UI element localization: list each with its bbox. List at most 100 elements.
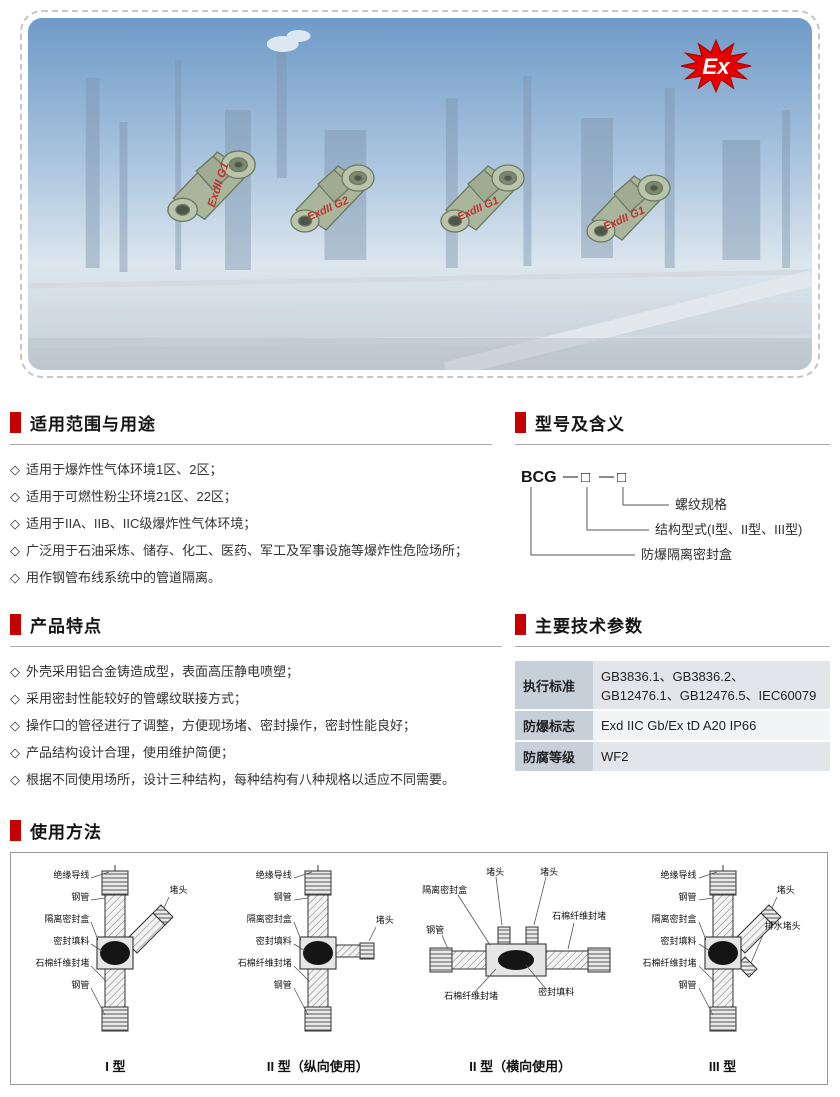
part-label: 石棉纤维封堵 [35, 958, 90, 968]
feature-item: ◇ 根据不同使用场所，设计三种结构，每种结构有八种规格以适应不同需要。 [10, 766, 502, 793]
connector-line [530, 487, 635, 556]
part-label: 隔离密封盒 [44, 914, 90, 924]
diagram-caption: III 型 [708, 1059, 737, 1074]
ex-certification-logo: Ex [680, 38, 752, 94]
feature-item: ◇ 产品结构设计合理，使用维护简便； [10, 739, 502, 766]
type1-drawing [91, 865, 175, 1032]
section-features: 产品特点 ◇外壳采用铝合金铸造成型，表面高压静电喷塑； ◇采用密封性能较好的管螺… [10, 612, 502, 793]
feature-item-text: 根据不同使用场所，设计三种结构，每种结构有八种规格以适应不同需要。 [26, 772, 456, 787]
scope-item: ◇ 适用于爆炸性气体环境1区、2区； [10, 456, 492, 483]
model-label-structure: 结构型式(I型、II型、III型) [655, 522, 802, 537]
product-image-4: ExdII G1 [586, 174, 671, 243]
feature-item: ◇采用密封性能较好的管螺纹联接方式； [10, 685, 502, 712]
tech-row: 执行标准 GB3836.1、GB3836.2、GB12476.1、GB12476… [515, 661, 830, 711]
part-label: 密封填料 [53, 936, 90, 946]
header-accent-block [10, 820, 21, 841]
dash-symbol: — [563, 468, 578, 485]
part-label: 石棉纤维封堵 [237, 958, 292, 968]
feature-item-text: 操作口的管径进行了调整，方便现场堵、密封操作，密封性能良好； [26, 718, 417, 733]
part-label: 钢管 [273, 980, 292, 990]
product-image-3: ExdII G1 [440, 164, 525, 233]
diamond-bullet: ◇ [10, 570, 20, 585]
dash-symbol: — [599, 468, 614, 485]
diamond-bullet: ◇ [10, 664, 20, 679]
feature-item: ◇ 操作口的管径进行了调整，方便现场堵、密封操作，密封性能良好； [10, 712, 502, 739]
part-label: 隔离密封盒 [246, 914, 292, 924]
diagram-caption: II 型（横向使用） [469, 1059, 572, 1074]
header-accent-block [515, 614, 526, 635]
model-title: 型号及含义 [535, 415, 625, 434]
scope-item-text: 广泛用于石油采炼、储存、化工、医药、军工及军事设施等爆炸性危险场所； [26, 543, 469, 558]
scope-item-text: 适用于爆炸性气体环境1区、2区； [26, 462, 223, 477]
hero-photo-frame: ExdII G1 ExdII G2 [20, 10, 820, 378]
part-label: 钢管 [426, 925, 445, 935]
product-image-2: ExdII G2 [290, 164, 375, 233]
part-label: 绝缘导线 [53, 870, 90, 880]
industrial-plant-background [28, 18, 812, 370]
diamond-bullet: ◇ [10, 772, 20, 787]
part-label: 隔离密封盒 [651, 914, 697, 924]
tech-row-value: WF2 [593, 741, 830, 773]
diamond-bullet: ◇ [10, 691, 20, 706]
diamond-bullet: ◇ [10, 462, 20, 477]
connector-line [586, 487, 649, 531]
type2v-drawing [293, 865, 377, 1032]
usage-diagram-type2-horizontal: 隔离密封盒 堵头 堵头 钢管 石棉纤维封堵 石棉纤维封堵 密封填料 II 型（横… [422, 863, 618, 1077]
scope-list: ◇适用于爆炸性气体环境1区、2区； ◇适用于可燃性粉尘环境21区、22区； ◇适… [10, 456, 492, 591]
model-label-thread: 螺纹规格 [675, 497, 727, 512]
tech-row: 防爆标志 Exd IIC Gb/Ex tD A20 IP66 [515, 710, 830, 742]
usage-title: 使用方法 [30, 823, 102, 842]
features-list: ◇外壳采用铝合金铸造成型，表面高压静电喷塑； ◇采用密封性能较好的管螺纹联接方式… [10, 658, 502, 793]
header-accent-block [10, 614, 21, 635]
type2h-drawing [429, 876, 611, 994]
part-label: 钢管 [273, 892, 292, 902]
part-label: 堵头 [375, 915, 394, 925]
star-shape [680, 38, 752, 94]
part-label: 隔离密封盒 [422, 885, 468, 895]
scope-title: 适用范围与用途 [30, 415, 156, 434]
part-label: 钢管 [678, 980, 697, 990]
tech-title: 主要技术参数 [535, 617, 643, 636]
scope-item-text: 用作钢管布线系统中的管道隔离。 [26, 570, 222, 585]
box-symbol: □ [581, 469, 590, 486]
diamond-bullet: ◇ [10, 516, 20, 531]
hero-photo: ExdII G1 ExdII G2 [28, 18, 812, 370]
diamond-bullet: ◇ [10, 543, 20, 558]
part-label: 堵头 [486, 867, 505, 877]
part-label: 绝缘导线 [660, 870, 697, 880]
header-accent-block [10, 412, 21, 433]
part-label: 绝缘导线 [255, 870, 292, 880]
scope-header: 适用范围与用途 [10, 410, 492, 445]
scope-item: ◇ 适用于IIA、IIB、IIC级爆炸性气体环境； [10, 510, 492, 537]
part-label: 钢管 [678, 892, 697, 902]
model-code: BCG [521, 469, 557, 486]
part-label: 石棉纤维封堵 [642, 958, 697, 968]
part-label: 堵头 [540, 867, 559, 877]
connector-line [622, 487, 669, 506]
diamond-bullet: ◇ [10, 718, 20, 733]
scope-item: ◇适用于可燃性粉尘环境21区、22区； [10, 483, 492, 510]
tech-row-label: 执行标准 [515, 661, 593, 711]
part-label: 钢管 [71, 892, 90, 902]
usage-diagram-type2-vertical: 绝缘导线 钢管 隔离密封盒 密封填料 石棉纤维封堵 钢管 堵头 II 型（纵向使… [220, 863, 416, 1077]
part-label: 排水堵头 [764, 921, 801, 931]
diagram-caption: II 型（纵向使用） [266, 1059, 369, 1074]
part-label: 钢管 [71, 980, 90, 990]
scope-item: ◇ 广泛用于石油采炼、储存、化工、医药、军工及军事设施等爆炸性危险场所； [10, 537, 492, 564]
feature-item-text: 产品结构设计合理，使用维护简便； [26, 745, 235, 760]
tech-header: 主要技术参数 [515, 612, 830, 647]
header-accent-block [515, 412, 526, 433]
diamond-bullet: ◇ [10, 745, 20, 760]
scope-item-text: 适用于IIA、IIB、IIC级爆炸性气体环境； [26, 516, 257, 531]
scope-item-text: 适用于可燃性粉尘环境21区、22区； [26, 489, 237, 504]
part-label: 密封填料 [538, 987, 575, 997]
part-label: 堵头 [776, 885, 795, 895]
diagram-caption: I 型 [105, 1059, 126, 1074]
model-label-product: 防爆隔离密封盒 [641, 547, 732, 562]
usage-diagrams-box: 绝缘导线 钢管 隔离密封盒 密封填料 石棉纤维封堵 钢管 堵头 I 型 [10, 852, 828, 1085]
tech-table: 执行标准 GB3836.1、GB3836.2、GB12476.1、GB12476… [515, 661, 830, 773]
section-usage: 使用方法 [10, 818, 828, 853]
part-label: 石棉纤维封堵 [552, 911, 607, 921]
ex-logo-text: Ex [702, 54, 731, 79]
tech-row-value: GB3836.1、GB3836.2、GB12476.1、GB12476.5、IE… [593, 661, 830, 711]
